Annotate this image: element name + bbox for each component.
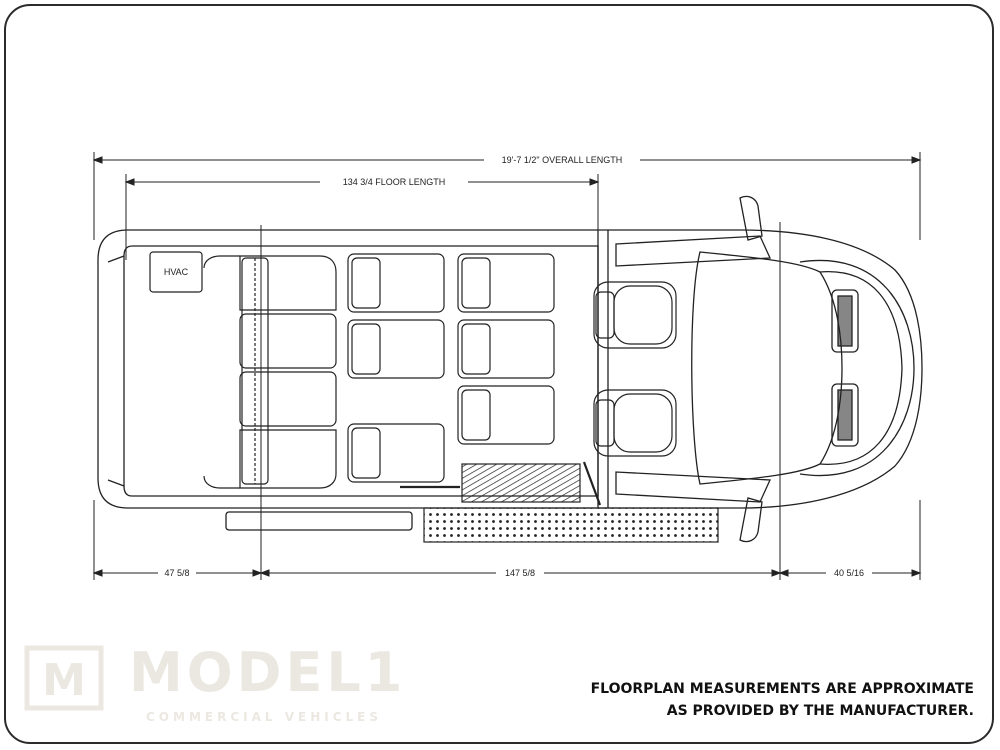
door-rail <box>582 461 602 506</box>
logo-word: MODEL <box>129 641 365 704</box>
hvac-label: HVAC <box>164 267 189 277</box>
dimension-overall-length <box>92 152 922 240</box>
running-board <box>423 507 719 543</box>
rear-overhang-label: 47 5/8 <box>164 568 189 578</box>
rear-bench-seats <box>203 255 337 489</box>
logo-wordmark: MODEL1 <box>129 641 406 704</box>
overall-length-label: 19'-7 1/2" OVERALL LENGTH <box>502 155 623 165</box>
wheelbase-label: 147 5/8 <box>505 568 535 578</box>
logo-mark-icon: M <box>24 645 104 711</box>
disclaimer-line-2: AS PROVIDED BY THE MANUFACTURER. <box>666 703 974 719</box>
disclaimer-line-1: FLOORPLAN MEASUREMENTS ARE APPROXIMATE <box>590 681 974 697</box>
cab-seats <box>593 281 677 457</box>
measurement-disclaimer: FLOORPLAN MEASUREMENTS ARE APPROXIMATE A… <box>591 678 974 722</box>
entry-step <box>461 463 581 503</box>
hvac-unit <box>149 251 203 293</box>
van-body <box>97 195 923 543</box>
logo-mark-letter: M <box>42 655 86 706</box>
floor-length-label: 134 3/4 FLOOR LENGTH <box>343 177 446 187</box>
dimension-bottom <box>92 222 922 580</box>
front-overhang-label: 40 5/16 <box>834 568 864 578</box>
logo-subtitle: COMMERCIAL VEHICLES <box>146 710 382 724</box>
middle-seats <box>347 253 445 483</box>
card-frame <box>4 4 994 744</box>
forward-seats <box>457 253 555 445</box>
brand-logo: M MODEL1 COMMERCIAL VEHICLES <box>24 641 414 730</box>
logo-number: 1 <box>364 641 407 704</box>
